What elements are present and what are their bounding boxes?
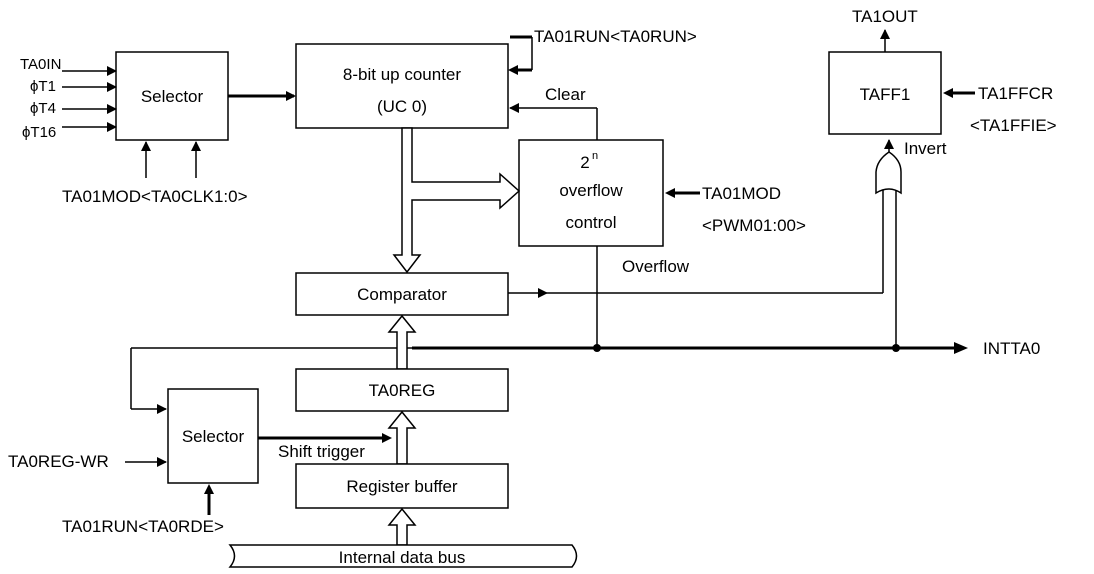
ta1ffcr-arrowhead <box>943 88 953 98</box>
ta0reg-wr-label: TA0REG-WR <box>8 452 109 471</box>
ta0in-label: TA0IN <box>20 56 61 73</box>
selector-to-counter-arrowhead <box>286 91 296 101</box>
up-counter-label-1: 8-bit up counter <box>343 65 461 84</box>
counter-bus-arrow <box>392 127 521 274</box>
ta01run-run-label: TA01RUN<TA0RUN> <box>534 27 697 46</box>
taff1-label: TAFF1 <box>860 85 911 104</box>
pwm-arrowhead <box>665 188 675 198</box>
databus-to-buffer-bus <box>387 507 417 546</box>
overflow-label-3: control <box>565 213 616 232</box>
ta1ffcr-label-1: TA1FFCR <box>978 84 1053 103</box>
overflow-2n-sup: n <box>592 150 598 162</box>
up-counter-box <box>295 43 509 129</box>
overflow-2n-base: 2 <box>580 153 589 172</box>
internal-data-bus-label: Internal data bus <box>339 548 466 567</box>
comparator-label: Comparator <box>357 285 447 304</box>
clear-label: Clear <box>545 85 586 104</box>
overflow-control-box <box>518 139 664 247</box>
or-gate <box>875 151 902 195</box>
selector-top-label: Selector <box>141 87 204 106</box>
ta1ffcr-label-2: <TA1FFIE> <box>970 116 1057 135</box>
overflow-label: Overflow <box>622 257 690 276</box>
taff1-box <box>828 51 942 135</box>
comparator-box <box>295 272 509 316</box>
buffer-to-ta0reg-bus <box>387 410 417 465</box>
ta0run-arrowhead <box>508 65 518 75</box>
ta0reg-box <box>295 368 509 412</box>
ta1out-label: TA1OUT <box>852 7 918 26</box>
ta01mod-pwm-label-2: <PWM01:00> <box>702 216 806 235</box>
ta0reg-to-comparator-bus <box>387 314 417 370</box>
ta01mod-pwm-label-1: TA01MOD <box>702 184 781 203</box>
internal-data-bus-shape <box>228 544 578 568</box>
phi-t4-label: ϕT4 <box>30 100 56 117</box>
intta0-arrowhead <box>954 342 968 354</box>
ta01run-rde-label: TA01RUN<TA0RDE> <box>62 517 224 536</box>
selector-top-box <box>115 51 229 141</box>
up-counter-label-2: (UC 0) <box>377 97 427 116</box>
junction-or <box>892 344 900 352</box>
shift-trigger-label: Shift trigger <box>278 442 365 461</box>
invert-label: Invert <box>904 139 947 158</box>
phi-t1-label: ϕT1 <box>30 78 56 95</box>
ta0rde-arrowhead <box>204 484 214 494</box>
selector-bottom-label: Selector <box>182 427 245 446</box>
phi-t16-label: ϕT16 <box>22 124 56 141</box>
register-buffer-box <box>295 463 509 509</box>
intta0-label: INTTA0 <box>983 339 1040 358</box>
overflow-label-2: overflow <box>559 181 623 200</box>
ta0reg-label: TA0REG <box>369 381 436 400</box>
ta01mod-clk-label: TA01MOD<TA0CLK1:0> <box>62 187 248 206</box>
junction-overflow <box>593 344 601 352</box>
shift-trigger-arrowhead <box>382 433 392 443</box>
selector-bottom-box <box>167 388 259 484</box>
register-buffer-label: Register buffer <box>346 477 458 496</box>
